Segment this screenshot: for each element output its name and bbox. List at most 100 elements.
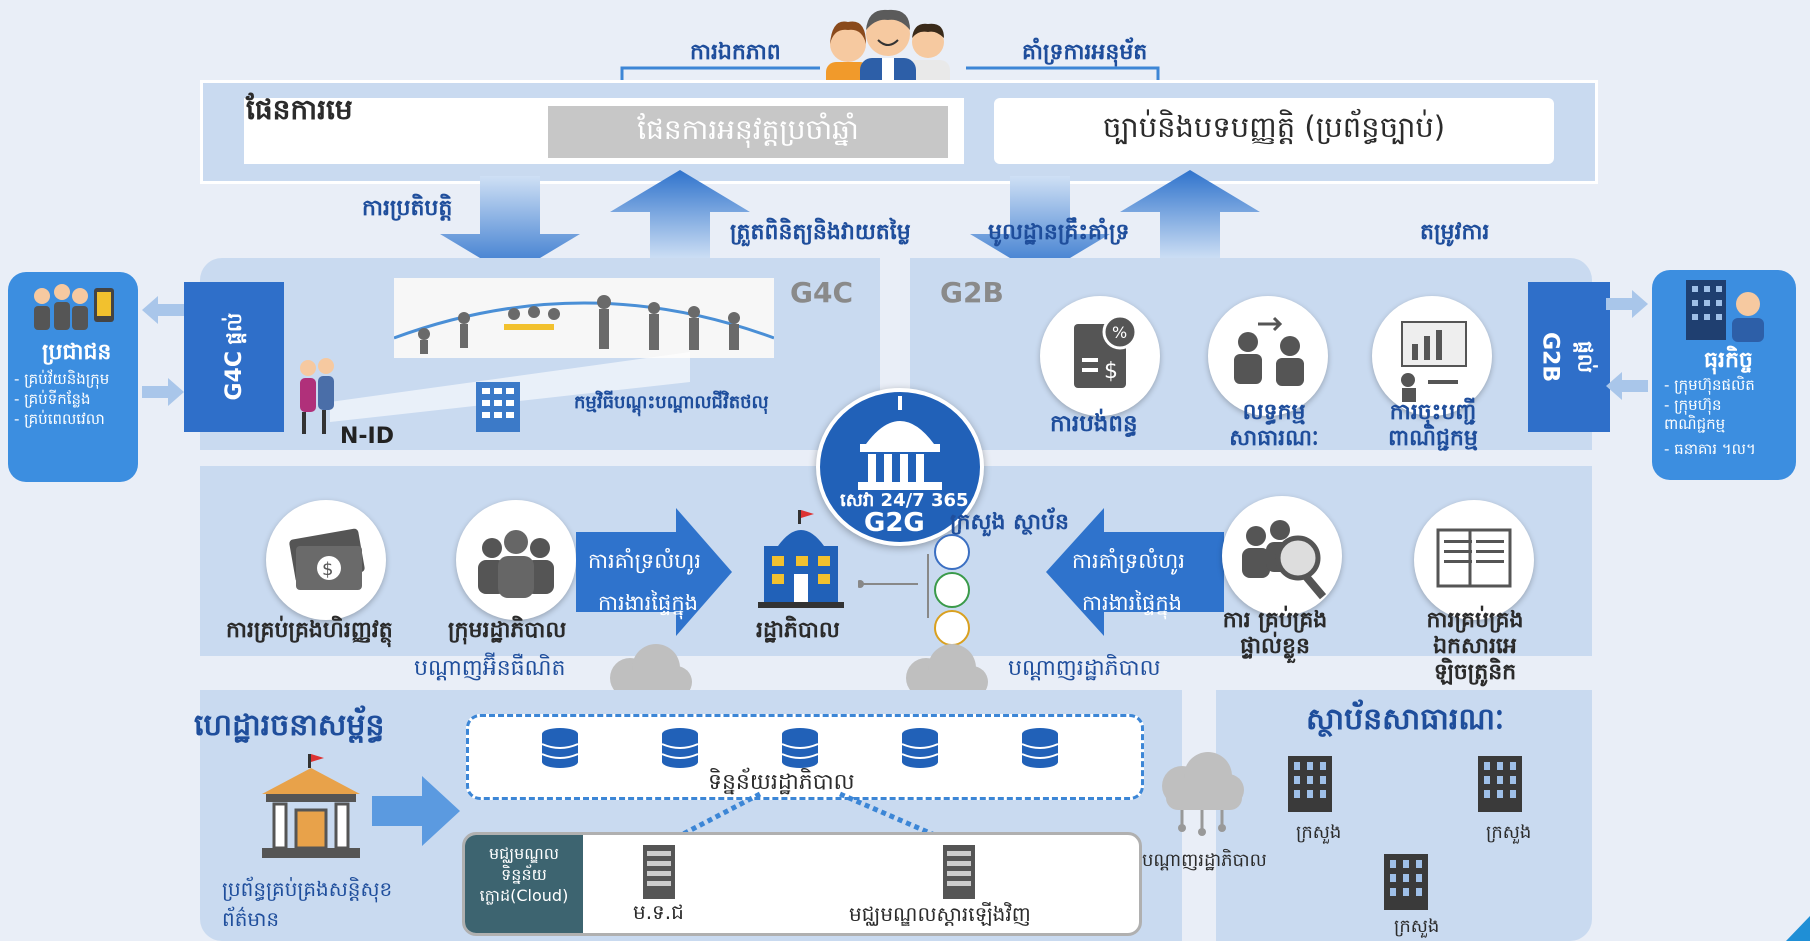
finance-label: ការគ្រប់គ្រងហិរញ្ញវត្ថុ <box>226 618 393 643</box>
public-inst-title: ស្ថាប័នសាធារណៈ <box>1306 702 1505 737</box>
procurement-icon <box>1234 316 1304 386</box>
gov-network-label-bottom: បណ្តាញរដ្ឋាភិបាល <box>1142 850 1267 871</box>
cloud-center-tag: មជ្ឈមណ្ឌល ទិន្នន័យ ក្លោដ(Cloud) <box>465 835 583 933</box>
annual-plan-box: ផែនការអនុវត្តប្រចាំឆ្នាំ <box>548 106 948 158</box>
server-icon-2 <box>939 843 979 901</box>
right-support-label-2: ការងារផ្ទៃក្នុង <box>1082 591 1182 615</box>
ministry-building-icon-2 <box>1472 754 1528 814</box>
business-registration-circle <box>1372 296 1492 416</box>
business-registration-label: ការចុះបញ្ជី ពាណិជ្ជកម្ម <box>1388 400 1478 451</box>
mdc-label: ម.ទ.ជ <box>633 900 684 924</box>
cloud-center-label: មជ្ឈមណ្ឌល ទិន្នន័យ ក្លោដ(Cloud) <box>479 844 569 905</box>
couple-icon <box>292 356 342 436</box>
right-support-label-1: ការគាំទ្រលំហូរ <box>1072 549 1185 573</box>
left-support-arrow <box>576 508 732 636</box>
documents-icon <box>1436 528 1512 588</box>
svg-text:$: $ <box>322 559 333 580</box>
business-building-icon <box>1676 274 1776 344</box>
office-building-icon <box>466 378 530 434</box>
database-icon-2 <box>660 726 700 770</box>
law-box-label: ច្បាប់និងបទបញ្ញត្តិ (ប្រព័ន្ធច្បាប់) <box>1102 110 1446 144</box>
nid-label: N-ID <box>340 424 394 449</box>
group-icon <box>478 530 554 598</box>
database-icon-5 <box>1020 726 1060 770</box>
search-people-icon <box>1242 520 1327 600</box>
citizen-item-2: - គ្រប់ទីកន្លែង <box>14 390 91 408</box>
g2g-label: G2G <box>864 508 925 538</box>
cabinet-circle <box>456 500 576 620</box>
server-icon-1 <box>639 843 679 901</box>
master-plan-box: ផែនការមេ ផែនការអនុវត្តប្រចាំឆ្នាំ <box>244 93 964 164</box>
ministry-building-icon-3 <box>1378 852 1434 912</box>
security-arrow <box>372 776 460 846</box>
annual-plan-label: ផែនការអនុវត្តប្រចាំឆ្នាំ <box>637 112 859 146</box>
service-label: សេវា 24/7 365 <box>840 490 969 511</box>
cabinet-label: ក្រុមរដ្ឋាភិបាល <box>448 618 567 643</box>
citizen-arrows <box>142 296 184 406</box>
security-label: ប្រព័ន្ធគ្រប់គ្រងសន្តិសុខ ព័ត៌មាន <box>222 877 393 931</box>
business-item-3: - ធនាគារ ។ល។ <box>1664 440 1756 458</box>
business-box: ធុរកិច្ច - ក្រុមហ៊ុនផលិត - ក្រុមហ៊ុន ពាណ… <box>1652 270 1796 480</box>
ministries-label: ក្រសួង ស្ថាប័ន <box>950 510 1069 535</box>
tax-payment-label: ការបង់ពន្ធ <box>1050 411 1138 437</box>
internet-network-label: បណ្តាញអ៊ីនធឺណិត <box>414 656 566 681</box>
ministry-label-3: ក្រសួង <box>1394 916 1440 937</box>
procurement-circle <box>1208 296 1328 416</box>
documents-circle <box>1414 500 1534 620</box>
infrastructure-label: មូលដ្ឋានគ្រឹះគាំទ្រ <box>988 220 1130 245</box>
infra-title: ហេដ្ឋារចនាសម្ព័ន្ធ <box>194 708 385 743</box>
hr-circle <box>1222 496 1342 616</box>
hr-label: ការ គ្រប់គ្រង ផ្ទាល់ខ្លួន <box>1222 608 1328 659</box>
business-arrows <box>1606 290 1648 400</box>
service-emblem: សេវា 24/7 365 <box>816 388 984 546</box>
demand-label: តម្រូវការ <box>1420 220 1490 245</box>
ministry-label-2: ក្រសួង <box>1486 822 1532 843</box>
ministry-seal-connector <box>858 554 929 618</box>
implement-label: ការប្រតិបត្តិ <box>362 196 453 221</box>
left-support-label-1: ការគាំទ្រលំហូរ <box>588 549 701 573</box>
procurement-label: លទ្ធកម្ម សាធារណៈ <box>1229 400 1319 451</box>
g2b-side-code: G2B <box>1537 331 1563 383</box>
citizen-item-1: - គ្រប់វ័យនិងក្រុម <box>14 370 110 388</box>
database-icon-1 <box>540 726 580 770</box>
approval-label: ការឯកភាព <box>690 40 781 65</box>
g2b-side-label: ផ្តល់ <box>1573 341 1598 373</box>
data-center-box: មជ្ឈមណ្ឌល ទិន្នន័យ ក្លោដ(Cloud) ម.ទ.ជ មជ… <box>462 832 1142 936</box>
g4c-title: G4C <box>790 276 854 309</box>
money-icon: $ <box>289 528 365 590</box>
gov-network-label-top: បណ្តាញរដ្ឋាភិបាល <box>1008 656 1161 681</box>
gov-dome-icon <box>858 396 942 490</box>
g4c-side-label: ផ្តល់ <box>222 313 246 346</box>
g4c-side-bar: ផ្តល់ G4C <box>184 282 284 432</box>
government-label: រដ្ឋាភិបាល <box>756 618 840 643</box>
finance-circle: $ <box>266 500 386 620</box>
gov-data-label: ទិន្នន័យរដ្ឋាភិបាល <box>708 770 855 795</box>
citizen-group-icon <box>28 278 118 334</box>
law-box: ច្បាប់និងបទបញ្ញត្តិ (ប្រព័ន្ធច្បាប់) <box>994 98 1554 164</box>
g4c-side-code: G4C <box>221 351 247 401</box>
master-plan-title: ផែនការមេ <box>246 93 353 126</box>
ministry-seal-1 <box>934 534 970 570</box>
citizen-item-3: - គ្រប់ពេលវេលា <box>14 410 105 428</box>
ministry-seal-2 <box>934 572 970 608</box>
database-icon-3 <box>780 726 820 770</box>
tax-document-icon: %$ <box>1074 314 1138 388</box>
right-support-arrow <box>1046 508 1224 636</box>
security-building-icon <box>256 754 366 864</box>
evaluate-label: ត្រួតពិនិត្យនិងវាយតម្លៃ <box>730 220 911 245</box>
corner-accent <box>1786 916 1810 941</box>
government-building-icon <box>756 510 846 610</box>
ministry-building-icon-1 <box>1282 754 1338 814</box>
flow-arrows <box>440 170 1260 276</box>
documents-label: ការគ្រប់គ្រង ឯកសារអេ ឡិចត្រូនិក <box>1426 608 1524 685</box>
citizen-box: ប្រជាជន - គ្រប់វ័យនិងក្រុម - គ្រប់ទីកន្ល… <box>8 272 138 482</box>
recovery-label: មជ្ឈមណ្ឌលស្តារឡើងវិញ <box>849 902 1031 926</box>
g2b-side-bar: G2B ផ្តល់ <box>1528 282 1610 432</box>
ministry-label-1: ក្រសួង <box>1296 822 1342 843</box>
gov-network-cloud-icon-2 <box>1152 746 1252 836</box>
business-item-2: - ក្រុមហ៊ុន ពាណិជ្ជកម្ម <box>1664 396 1726 433</box>
left-support-label-2: ការងារផ្ទៃក្នុង <box>598 591 698 615</box>
svg-text:%: % <box>1112 323 1127 342</box>
business-title: ធុរកិច្ច <box>1704 348 1753 373</box>
business-item-1: - ក្រុមហ៊ុនផលិត <box>1664 376 1755 394</box>
